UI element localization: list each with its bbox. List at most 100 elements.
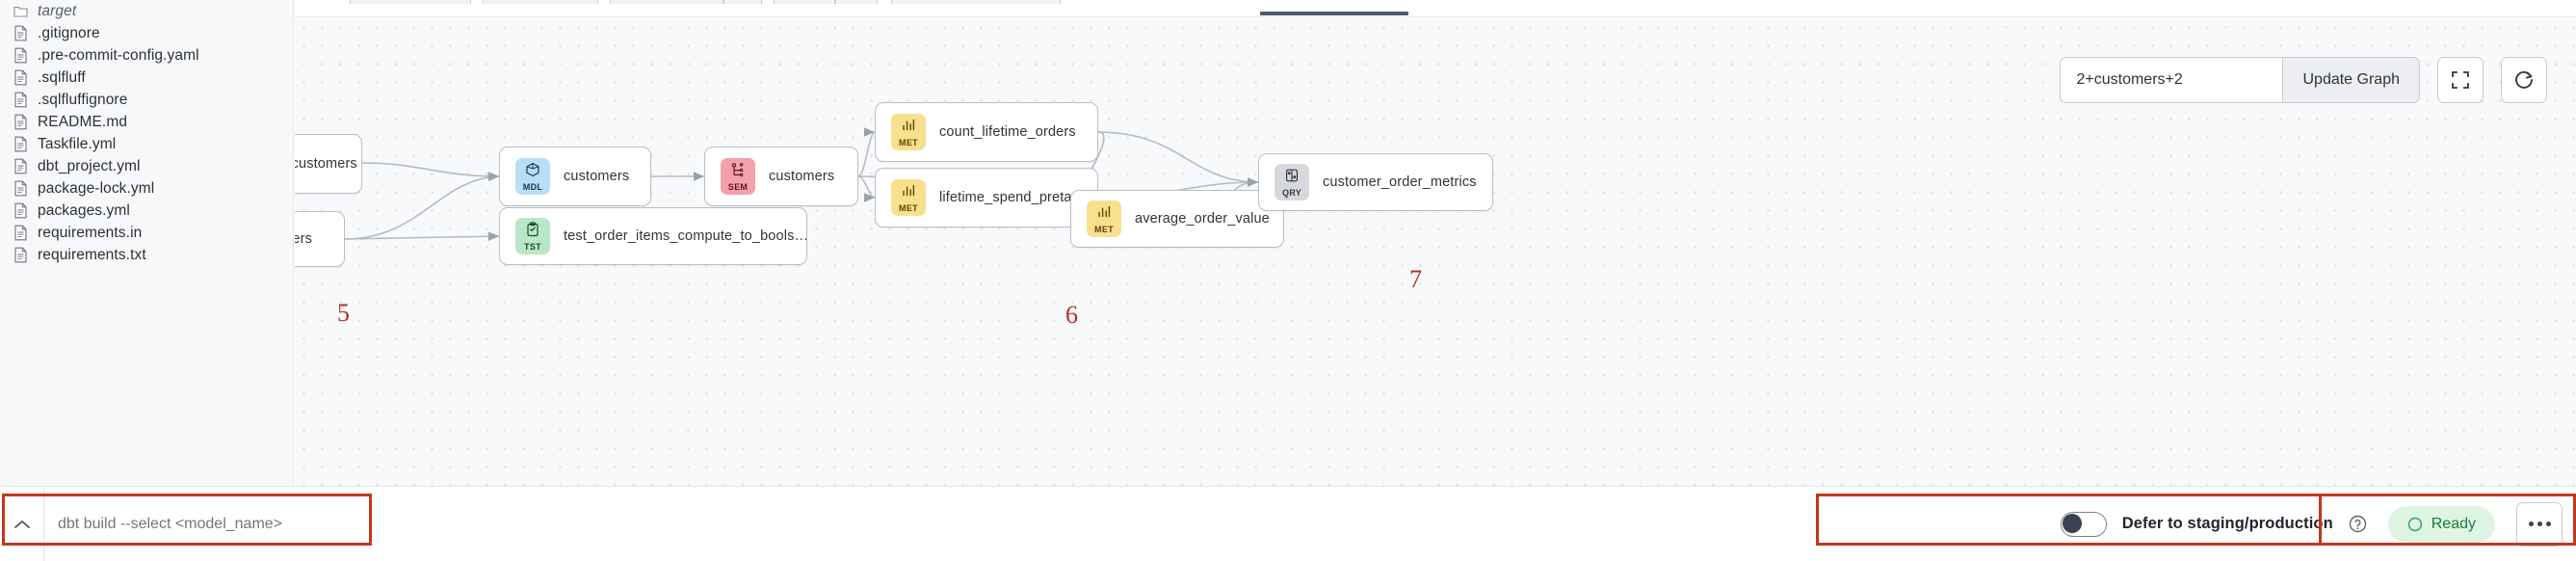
node-type-code: SEM [727,181,749,192]
bottom-bar-right-controls[interactable]: Defer to staging/production Ready [2036,487,2563,561]
graph-node[interactable]: tg_customers [295,134,362,194]
fullscreen-icon [2452,71,2469,89]
file-list-item[interactable]: target [0,0,293,22]
refresh-icon [2515,71,2533,89]
node-type-badge-tst: TST [515,218,550,254]
more-horizontal-icon-dot3 [2545,521,2551,526]
defer-toggle-group[interactable]: Defer to staging/production [2036,511,2367,537]
file-icon [14,25,27,41]
file-icon [13,158,28,174]
command-history-toggle[interactable] [0,487,44,561]
file-icon [13,202,28,219]
file-name: README.md [38,113,128,130]
defer-help-button[interactable] [2349,515,2367,533]
node-type-badge-met: MET [891,179,926,216]
update-graph-button[interactable]: Update Graph [2282,58,2419,102]
node-type-glyph [1284,168,1300,187]
node-type-code: MET [899,137,918,147]
annotation-number: 5 [337,299,350,327]
tab-stub-5[interactable] [891,0,1061,4]
status-circle-icon [2407,517,2422,531]
file-icon [14,92,27,108]
file-name: .sqlfluff [38,68,86,86]
file-icon [14,114,27,130]
tab-stub-3[interactable] [610,0,723,4]
file-name: Taskfile.yml [38,135,117,152]
file-list-item[interactable]: .sqlfluffignore [0,89,293,111]
file-icon [13,180,28,197]
file-list-item[interactable]: .pre-commit-config.yaml [0,44,293,67]
file-name: target [38,2,77,19]
node-type-glyph [1096,204,1112,224]
file-icon [14,136,27,152]
graph-node[interactable]: SEM customers [704,147,858,206]
file-name: .gitignore [38,24,100,41]
defer-toggle[interactable] [2060,511,2107,537]
file-name: requirements.txt [38,246,146,263]
file-name: package-lock.yml [38,179,155,197]
file-icon [13,114,28,130]
active-tab-indicator [1260,12,1408,15]
node-type-badge-qry: QRY [1275,164,1309,200]
graph-node[interactable]: orders [295,211,345,267]
file-name: packages.yml [38,201,130,219]
file-icon [13,25,28,41]
file-list-item[interactable]: dbt_project.yml [0,155,293,177]
node-type-code: MET [1094,224,1114,234]
status-badge: Ready [2387,505,2495,543]
file-icon [14,180,27,197]
tab-stub-3-close[interactable] [723,0,762,4]
node-label: customers [769,169,835,184]
file-icon [13,136,28,152]
fullscreen-button[interactable] [2437,57,2484,103]
chevron-up-icon [13,520,30,528]
graph-toolbar[interactable]: Update Graph [2060,57,2547,103]
tab-stub-4[interactable] [774,0,835,4]
file-name: .pre-commit-config.yaml [38,46,199,64]
file-list: target .gitignore .pre-commit-config.yam… [0,0,293,266]
node-type-glyph [901,118,916,137]
file-list-item[interactable]: .sqlfluff [0,67,293,89]
graph-selector-input[interactable] [2061,58,2283,102]
editor-tab-strip[interactable] [294,0,2576,17]
file-icon [14,247,27,263]
node-type-code: MDL [522,181,543,192]
file-icon [14,202,27,219]
tab-stub-4-close[interactable] [835,0,878,4]
file-icon [13,225,28,241]
tab-stub-1[interactable] [350,0,471,4]
file-name: dbt_project.yml [38,157,141,174]
file-icon [13,69,28,86]
more-options-button[interactable] [2516,501,2563,547]
file-list-item[interactable]: package-lock.yml [0,177,293,200]
folder-icon [13,6,28,17]
file-list-item[interactable]: README.md [0,111,293,133]
node-type-code: MET [899,202,918,213]
more-horizontal-icon [2528,521,2534,526]
file-list-item[interactable]: requirements.txt [0,244,293,266]
file-list-item[interactable]: Taskfile.yml [0,133,293,155]
bottom-command-bar[interactable]: Defer to staging/production Ready [0,486,2576,561]
node-type-badge-met: MET [1087,200,1121,237]
file-icon [14,69,27,86]
file-explorer-sidebar[interactable]: target .gitignore .pre-commit-config.yam… [0,0,294,486]
tab-stub-2[interactable] [483,0,598,4]
node-type-glyph [730,162,746,181]
status-label: Ready [2431,515,2476,532]
command-input[interactable] [44,515,362,533]
lineage-graph-canvas[interactable]: tg_customersordersMDLcustomersTSTtest_or… [295,18,2576,486]
graph-selector-group[interactable]: Update Graph [2060,57,2420,103]
defer-toggle-label: Defer to staging/production [2121,515,2333,532]
file-name: .sqlfluffignore [38,91,128,108]
file-list-item[interactable]: requirements.in [0,222,293,244]
file-list-item[interactable]: packages.yml [0,200,293,222]
node-type-badge-met: MET [891,114,926,150]
refresh-button[interactable] [2501,57,2547,103]
file-list-item[interactable]: .gitignore [0,22,293,44]
